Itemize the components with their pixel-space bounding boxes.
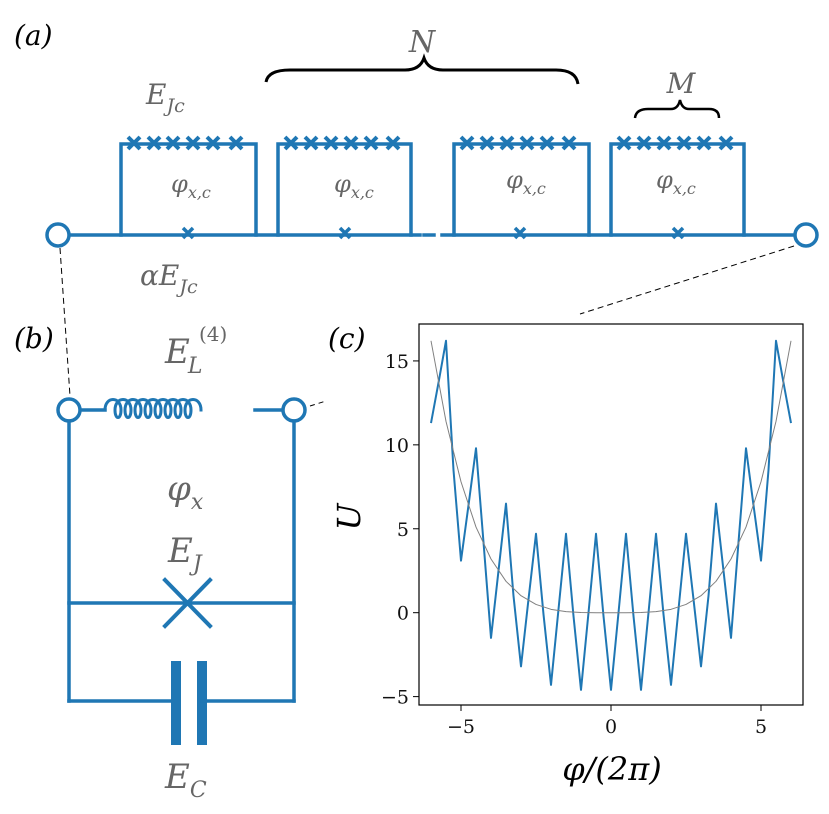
flux-label: φx: [167, 469, 204, 515]
inductor: [78, 398, 285, 419]
zoom-line-right: [579, 245, 795, 315]
rf-squid-loop-2: [276, 135, 413, 240]
m-label: M: [666, 67, 697, 100]
inductor-superscript: (4): [199, 322, 227, 346]
y-tick-label: 10: [385, 435, 409, 457]
y-tick-label: 15: [385, 351, 409, 373]
chart-lines: [430, 339, 792, 691]
panel-b-label: (b): [14, 322, 54, 355]
capacitor: [67, 661, 296, 745]
zoom-line-left: [59, 247, 71, 397]
right-terminal-node: [793, 222, 819, 248]
x-tick-label: 0: [605, 716, 617, 738]
y-axis-label: U: [330, 502, 368, 530]
zoom-line-stub: [309, 400, 327, 407]
rf-squid-loop-3: [452, 135, 591, 240]
panel-b: (b) EL (4) φx EJ: [14, 322, 327, 803]
rf-squid-loop-1: [119, 135, 258, 240]
panel-c: (c) −5 0 5 −5 0 5 10 15 φ/(2π) U: [328, 322, 804, 788]
y-tick-label: 5: [397, 519, 409, 541]
x-tick-label: −5: [447, 716, 475, 738]
inductor-label: EL: [164, 332, 202, 379]
loop-2-flux-label: φx,c: [334, 170, 374, 202]
josephson-junction: [67, 577, 296, 629]
n-brace: [264, 53, 580, 85]
potential-curve: [430, 339, 792, 691]
left-node: [56, 397, 82, 423]
panel-a: (a) N M EJc φx,c: [14, 19, 819, 397]
ejc-label: EJc: [145, 78, 185, 117]
panel-a-label: (a): [14, 19, 53, 52]
y-tick-label: −5: [381, 687, 409, 709]
alpha-ejc-label: αEJc: [140, 259, 198, 298]
panel-c-label: (c): [328, 322, 366, 355]
x-tick-label: 5: [755, 716, 767, 738]
rf-squid-loop-4: [609, 135, 746, 240]
loop-4-flux-label: φx,c: [656, 166, 696, 198]
right-node: [281, 397, 307, 423]
loop-1-flux-label: φx,c: [171, 170, 211, 202]
capacitor-label: EC: [164, 757, 207, 803]
n-label: N: [408, 25, 437, 60]
loop-3-flux-label: φx,c: [506, 166, 546, 198]
plot-frame: [418, 323, 804, 706]
josephson-junction-label: EJ: [167, 531, 203, 577]
reference-curve: [430, 340, 792, 614]
y-tick-label: 0: [397, 603, 409, 625]
x-axis-label: φ/(2π): [562, 750, 662, 788]
chart-ticks: −5 0 5 −5 0 5 10 15: [381, 351, 767, 738]
left-terminal-node: [45, 222, 71, 248]
m-brace: [633, 99, 721, 119]
